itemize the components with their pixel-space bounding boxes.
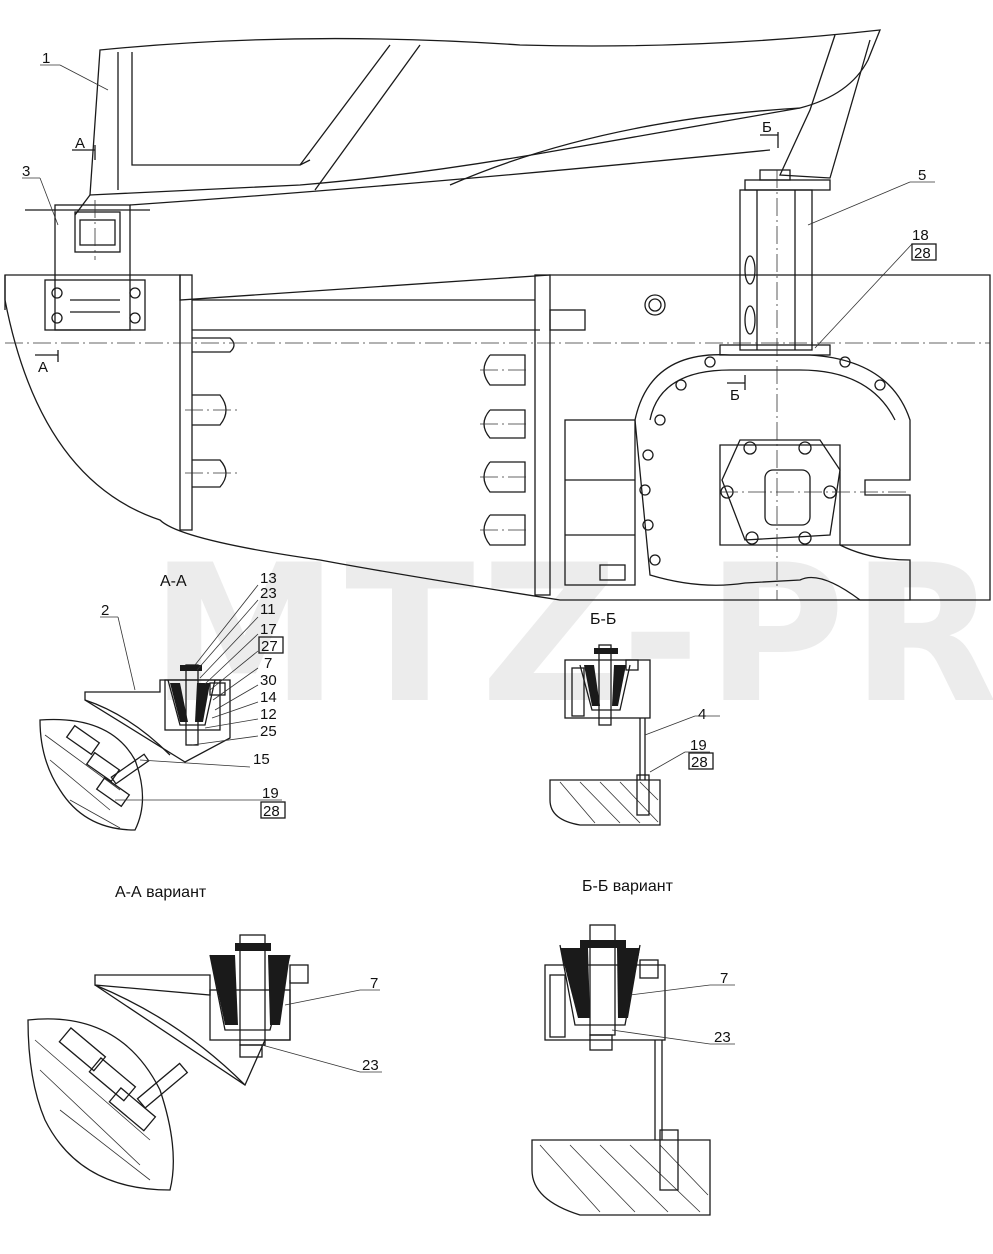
aa-bolts — [65, 724, 150, 808]
callout-30: 30 — [260, 672, 277, 689]
cut-mark-b-bottom: Б — [730, 387, 740, 404]
section-bb-variant-title: Б-Б вариант — [582, 878, 674, 895]
aav-bolts — [58, 1027, 189, 1132]
callout-12: 12 — [260, 706, 277, 723]
callout-19-bb: 19 — [690, 737, 707, 754]
cut-mark-b-top: Б — [762, 119, 772, 136]
callout-23-aa: 23 — [260, 585, 277, 602]
callout-7-aa-variant: 7 — [370, 975, 378, 992]
main-leaders — [22, 64, 936, 349]
callout-2: 2 — [101, 602, 109, 619]
callout-14: 14 — [260, 689, 277, 706]
callout-15: 15 — [253, 751, 270, 768]
callout-11: 11 — [260, 601, 276, 618]
callout-13: 13 — [260, 570, 277, 587]
main-assembly-view — [4, 29, 991, 601]
callout-25: 25 — [260, 723, 277, 740]
callout-5: 5 — [918, 167, 926, 184]
callout-3: 3 — [22, 163, 30, 180]
callout-17: 17 — [260, 621, 277, 638]
callout-23-aa-variant: 23 — [362, 1057, 379, 1074]
section-aa-variant-view — [27, 934, 382, 1191]
section-aa-view — [39, 584, 282, 831]
callout-7-bb-variant: 7 — [720, 970, 728, 987]
callout-4: 4 — [698, 706, 706, 723]
callout-18: 18 — [912, 227, 929, 244]
callout-1: 1 — [42, 50, 50, 67]
callout-7-aa: 7 — [264, 655, 272, 672]
callout-28-main: 28 — [914, 245, 931, 262]
cut-mark-a-top: А — [75, 135, 85, 152]
cut-mark-a-bottom: А — [38, 359, 48, 376]
callout-28-aa: 28 — [263, 803, 280, 820]
callout-19-aa: 19 — [262, 785, 279, 802]
section-bb-variant-view — [531, 924, 735, 1216]
section-bb-view — [549, 644, 720, 826]
section-aa-variant-title: А-А вариант — [115, 884, 207, 901]
section-aa-title: А-А — [160, 573, 187, 590]
labels: 1 3 5 18 28 А А Б Б А-А Б-Б А-А вариант … — [22, 50, 937, 1074]
callout-28-bb: 28 — [691, 754, 708, 771]
callout-27: 27 — [261, 638, 278, 655]
callout-23-bb-variant: 23 — [714, 1029, 731, 1046]
section-bb-title: Б-Б — [590, 611, 616, 628]
